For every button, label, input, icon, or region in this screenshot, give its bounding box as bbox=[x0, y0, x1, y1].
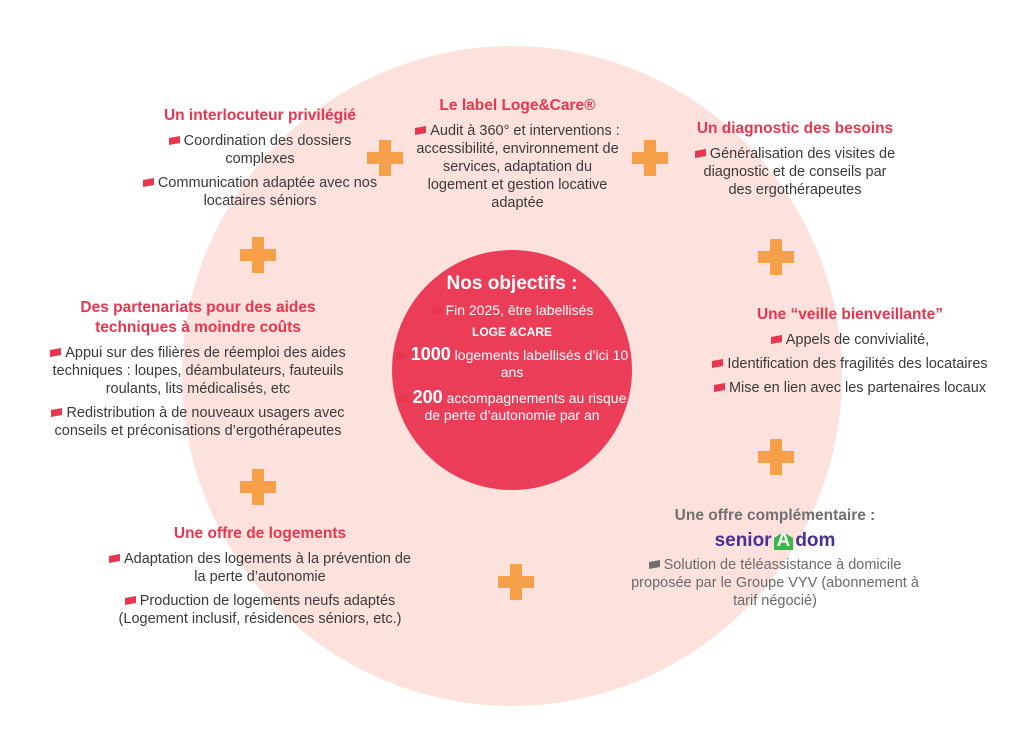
bullet-item: Communication adaptée avec nos locataire… bbox=[110, 174, 410, 210]
plus-icon bbox=[758, 439, 794, 475]
block-title: Le label Loge&Care® bbox=[439, 97, 596, 114]
plus-icon bbox=[240, 469, 276, 505]
bullet-item: Audit à 360° et interventions : accessib… bbox=[415, 123, 620, 211]
bullet-item: Production de logements neufs adaptés (L… bbox=[118, 593, 402, 627]
bullet-item: Identification des fragilités des locata… bbox=[680, 355, 1020, 373]
block-label: Le label Loge&Care® Audit à 360° et inte… bbox=[415, 96, 620, 218]
objectives-circle bbox=[392, 250, 632, 490]
block-title: Un interlocuteur privilégié bbox=[163, 107, 357, 124]
block-veille: Une “veille bienveillante” Appels de con… bbox=[680, 305, 1020, 403]
objectives-title: Nos objectifs : bbox=[446, 273, 578, 294]
objective-item: Fin 2025, être labellisés bbox=[392, 302, 632, 319]
block-diagnostic: Un diagnostic des besoins Généralisation… bbox=[690, 119, 900, 205]
block-title: Des partenariats pour des aides techniqu… bbox=[80, 299, 316, 336]
loge-care-logo: LOGE &CARE bbox=[471, 325, 552, 339]
block-interlocuteur: Un interlocuteur privilégié Coordination… bbox=[110, 106, 410, 216]
flag-icon bbox=[395, 351, 407, 360]
block-title: Une offre de logements bbox=[173, 525, 347, 542]
flag-icon bbox=[124, 596, 136, 605]
flag-icon bbox=[712, 359, 724, 368]
bullet-item: Redistribution à de nouveaux usagers ave… bbox=[28, 404, 368, 440]
block-title: Une offre complémentaire : bbox=[674, 507, 876, 524]
block-title: Un diagnostic des besoins bbox=[696, 120, 894, 137]
flag-icon bbox=[770, 335, 782, 344]
flag-icon bbox=[430, 306, 442, 315]
objectives: Nos objectifs : Fin 2025, être labellisé… bbox=[392, 273, 632, 424]
block-partenariats: Des partenariats pour des aides techniqu… bbox=[28, 298, 368, 446]
bullet-item: Mise en lien avec les partenaires locaux bbox=[680, 379, 1020, 397]
flag-icon bbox=[168, 136, 180, 145]
bullet-item: Appui sur des filières de réemploi des a… bbox=[28, 344, 368, 398]
objective-item: 200 accompagnements au risque de perte d… bbox=[392, 388, 632, 424]
plus-icon bbox=[632, 140, 668, 176]
plus-icon bbox=[498, 564, 534, 600]
block-logements: Une offre de logements Adaptation des lo… bbox=[95, 524, 425, 634]
flag-icon bbox=[50, 348, 62, 357]
plus-icon bbox=[367, 140, 403, 176]
bullet-item: Généralisation des visites de diagnostic… bbox=[690, 145, 900, 199]
flag-icon bbox=[142, 178, 154, 187]
flag-icon bbox=[109, 554, 120, 563]
plus-icon bbox=[240, 237, 276, 273]
block-title: Une “veille bienveillante” bbox=[756, 306, 944, 323]
flag-icon bbox=[694, 149, 706, 158]
bullet-item: Coordination des dossiers complexes bbox=[110, 132, 410, 168]
bullet-item: Solution de téléassistance à domicile pr… bbox=[631, 557, 919, 609]
bullet-item: Appels de convivialité, bbox=[680, 331, 1020, 349]
flag-icon bbox=[51, 408, 63, 417]
plus-icon bbox=[758, 239, 794, 275]
flag-icon bbox=[415, 126, 427, 135]
flag-icon bbox=[648, 560, 660, 569]
flag-icon bbox=[713, 383, 725, 392]
flag-icon bbox=[397, 394, 409, 403]
bullet-item: Adaptation des logements à la prévention… bbox=[95, 550, 425, 586]
objective-item: 1000 logements labellisés d’ici 10 ans bbox=[392, 345, 632, 381]
